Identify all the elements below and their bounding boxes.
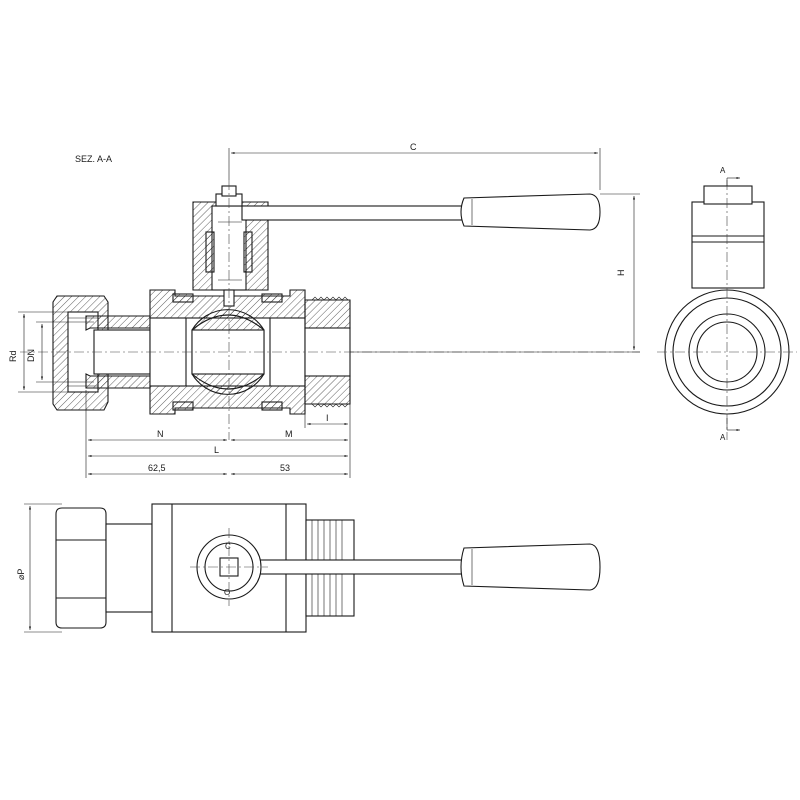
dimension-l-label: L <box>214 445 219 455</box>
dimension-h-label: H <box>616 270 626 277</box>
handle-mark-c: C <box>225 542 231 551</box>
dimension-h: H <box>350 193 640 353</box>
dimension-left-length: 62,5 <box>148 463 166 473</box>
dimension-dn: DN <box>26 321 94 383</box>
dimension-p-label: ⌀P <box>16 569 26 580</box>
dimension-right-length: 53 <box>280 463 290 473</box>
top-view: C O ⌀P <box>16 503 601 633</box>
dimension-n-m-i: N M I <box>85 390 351 478</box>
dimension-rd: Rd <box>8 311 68 393</box>
right-threaded-end <box>304 296 351 408</box>
dimension-m-label: M <box>285 429 293 439</box>
side-view: A A <box>657 166 797 442</box>
handle-mark-o: O <box>224 588 230 597</box>
section-view: SEZ. A-A <box>8 142 640 478</box>
section-mark-bottom: A <box>720 418 740 442</box>
handle-lever <box>241 193 601 231</box>
dimension-n-label: N <box>157 429 164 439</box>
dimension-p: ⌀P <box>16 503 62 633</box>
dimension-i-label: I <box>326 413 329 423</box>
section-mark-top: A <box>720 166 740 186</box>
dimension-c: C <box>228 142 601 190</box>
section-title: SEZ. A-A <box>75 154 112 164</box>
dimension-c-label: C <box>410 142 417 152</box>
dimension-lengths: 62,5 53 <box>88 463 348 476</box>
dimension-dn-label: DN <box>26 349 36 362</box>
dimension-l: L <box>88 445 348 458</box>
dimension-rd-label: Rd <box>8 350 18 362</box>
section-mark-top-label: A <box>720 166 726 175</box>
section-mark-bottom-label: A <box>720 433 726 442</box>
bonnet <box>192 185 269 307</box>
